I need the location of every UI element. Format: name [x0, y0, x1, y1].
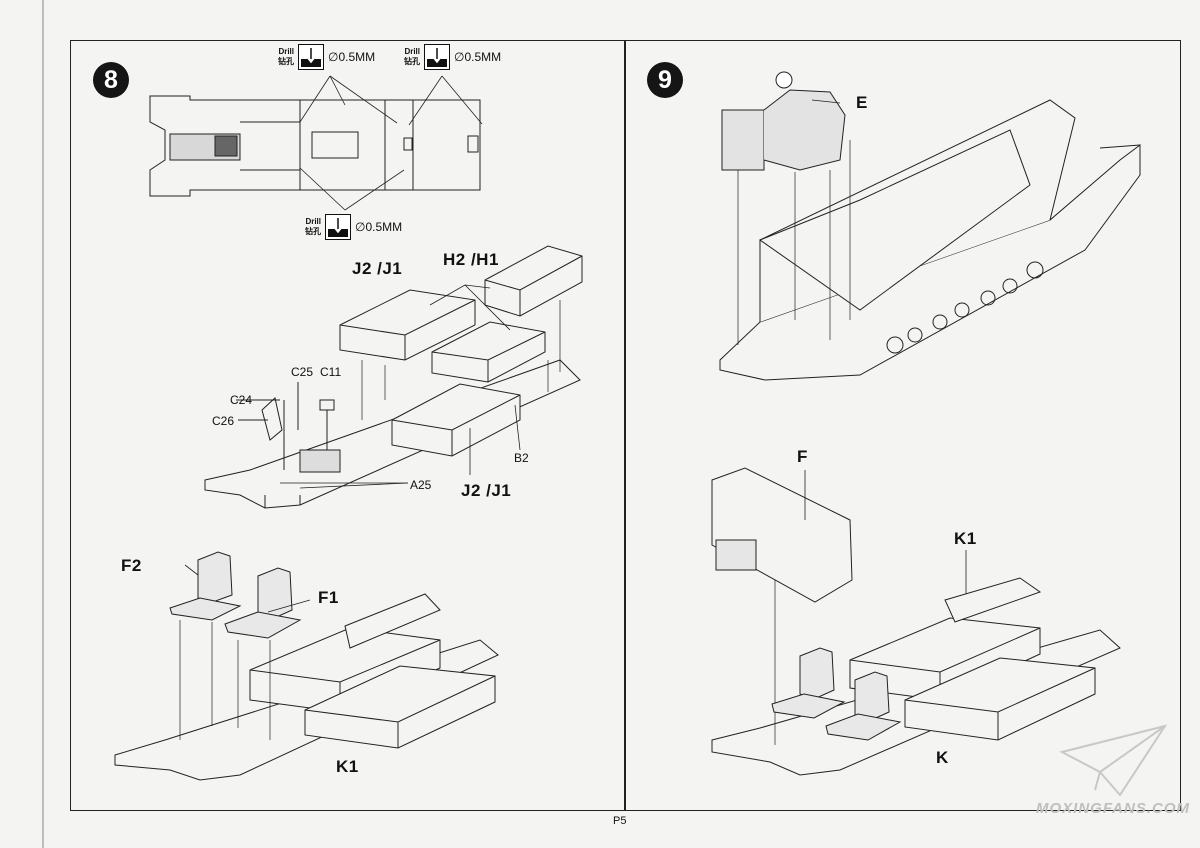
small-parts-c-a [236, 382, 341, 473]
part-label-j2j1-top: J2 /J1 [352, 259, 403, 278]
step-8-badge: 8 [93, 62, 129, 98]
page-binding-edge [42, 0, 44, 848]
part-label-k1-step9: K1 [954, 529, 977, 548]
drill-label-en: Drill [278, 47, 294, 56]
step9-seats [771, 647, 902, 741]
part-label-f: F [797, 447, 808, 466]
part-label-j2j1-bottom: J2 /J1 [461, 481, 512, 500]
diameter-symbol: ∅ [355, 220, 366, 234]
bench-seats-j2j1-h2h1 [339, 245, 583, 457]
part-label-c11: C11 [320, 365, 342, 379]
drill-size: 0.5MM [338, 50, 376, 64]
drill-size: 0.5MM [365, 220, 403, 234]
chassis-plan-view [149, 95, 481, 197]
step8-bottom-leaders [184, 564, 311, 613]
drill-icon [424, 44, 450, 70]
drill-label-zh: 钻孔 [278, 57, 294, 66]
page-number: P5 [613, 815, 627, 827]
drill-label-zh: 钻孔 [404, 57, 420, 66]
engine-drop-lines [737, 140, 851, 345]
hull-wheels [886, 261, 1044, 354]
watermark-text: MOXINGFANS.COM [1036, 800, 1191, 817]
drill-icon [298, 44, 324, 70]
step9-benches [849, 577, 1096, 741]
part-label-f2: F2 [121, 556, 142, 575]
step-divider [624, 40, 626, 811]
drill-size: 0.5MM [464, 50, 502, 64]
engine-e [721, 71, 846, 171]
drill-icon [325, 214, 351, 240]
step8-leader-lines [280, 284, 521, 489]
driver-seats-f1-f2 [169, 551, 302, 639]
drill-label-en: Drill [305, 217, 321, 226]
diameter-symbol: ∅ [328, 50, 339, 64]
part-label-b2: B2 [514, 451, 529, 465]
diameter-symbol: ∅ [454, 50, 465, 64]
part-label-h2h1: H2 /H1 [443, 250, 499, 269]
part-label-k: K [936, 748, 949, 767]
seat-drop-lines [179, 620, 271, 740]
part-label-c26: C26 [212, 414, 235, 428]
bench-seats-k1 [249, 593, 496, 749]
part-label-a25: A25 [410, 478, 432, 492]
step-9-badge: 9 [647, 62, 683, 98]
part-label-f1: F1 [318, 588, 339, 607]
step8-floor-assembly [204, 359, 581, 509]
drill-label-zh: 钻孔 [305, 227, 321, 236]
seat-guide-lines [361, 300, 561, 420]
part-label-e: E [856, 93, 868, 112]
firewall-panel-f [711, 467, 853, 603]
part-label-c25: C25 [291, 365, 314, 379]
part-label-k1-step8: K1 [336, 757, 359, 776]
hull-assembly [719, 99, 1141, 381]
drill-leader-lines [299, 75, 483, 211]
drill-label-en: Drill [404, 47, 420, 56]
part-label-c24: C24 [230, 393, 253, 407]
